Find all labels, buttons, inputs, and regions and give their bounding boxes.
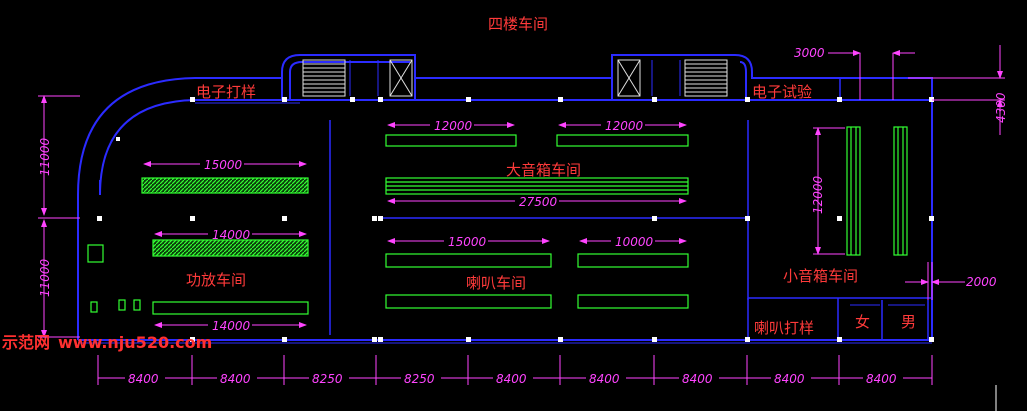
bottom-dim-8: 8400 [774,372,805,386]
room-label-amp: 功放车间 [186,271,246,289]
watermark-prefix: 示范网 [2,333,50,352]
dim-label-14000b: 14000 [212,319,251,333]
bottom-dim-9: 8400 [866,372,897,386]
dim-label-2000: 2000 [966,275,997,289]
bottom-dim-4: 8250 [404,372,435,386]
walls [77,54,933,344]
dim-label-v12000: 12000 [811,175,825,214]
bottom-dim-2: 8400 [220,372,251,386]
room-label-horn: 喇叭车间 [466,274,526,292]
room-label-male: 男 [901,313,916,331]
room-label-big-speaker: 大音箱车间 [506,161,581,179]
bottom-dim-7: 8400 [682,372,713,386]
dim-label-10000: 10000 [615,235,654,249]
bottom-dim-3: 8250 [312,372,343,386]
room-label-small-speaker: 小音箱车间 [783,267,858,285]
dim-label-15000a: 15000 [448,235,487,249]
dim-label-12000b: 12000 [605,119,644,133]
bottom-dim-1: 8400 [128,372,159,386]
plan-title: 四楼车间 [488,15,548,33]
dim-label-v11000a: 11000 [38,137,52,176]
dim-label-12000a: 12000 [434,119,473,133]
watermark-url: www.nju520.com [58,333,212,352]
benches [87,126,908,315]
dim-label-14000a: 14000 [212,228,251,242]
room-label-elec-sample: 电子打样 [196,83,256,101]
dim-label-27500: 27500 [519,195,558,209]
bottom-dim-5: 8400 [496,372,527,386]
column-nodes [97,97,934,342]
bottom-dim-6: 8400 [589,372,620,386]
stairs-left [302,59,413,97]
watermark: 示范网 www.nju520.com [2,333,212,352]
room-label-elec-test: 电子试验 [752,83,812,101]
room-label-horn-sample: 喇叭打样 [754,319,814,337]
room-label-female: 女 [855,313,870,331]
dim-label-3000: 3000 [794,46,825,60]
dim-label-4300: 4300 [994,92,1008,123]
dim-label-15000b: 15000 [204,158,243,172]
stairs-right [617,59,728,97]
bottom-dimension-labels: 8400 8400 8250 8250 8400 8400 8400 8400 … [125,372,903,386]
dim-label-v11000b: 11000 [38,258,52,297]
